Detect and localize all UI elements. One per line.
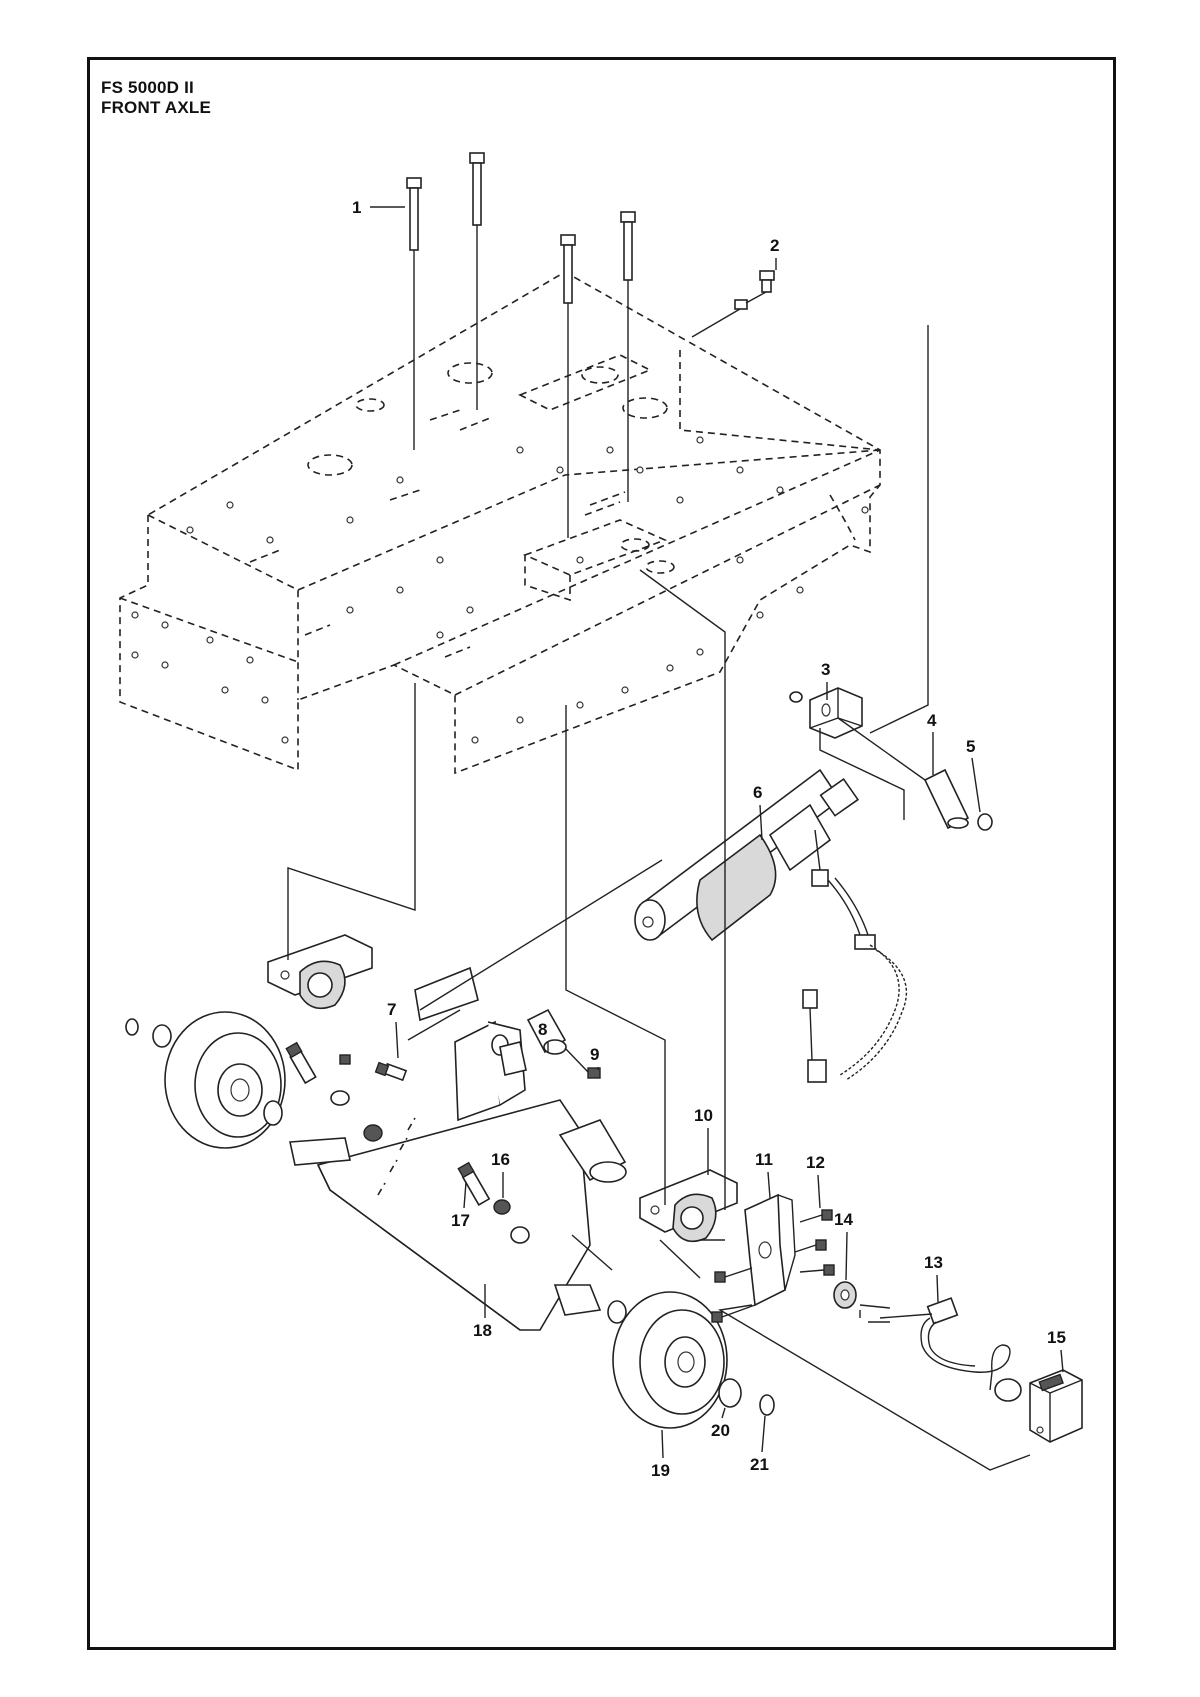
- frame-holes: [131, 436, 869, 744]
- callout-1: 1: [352, 198, 361, 217]
- callout-20: 20: [711, 1421, 730, 1440]
- cable-part-2: [691, 270, 775, 338]
- bearing-block-left: [267, 934, 373, 1010]
- callout-16: 16: [491, 1150, 510, 1169]
- washer-part-16: [493, 1199, 530, 1244]
- wheel-part-19: [607, 1291, 728, 1429]
- sensor-cable-part-13: [879, 1297, 1022, 1402]
- bracket-part-3: [789, 687, 863, 739]
- callout-5: 5: [966, 737, 975, 756]
- callout-11: 11: [755, 1150, 773, 1169]
- section-title: FRONT AXLE: [101, 98, 211, 117]
- chassis-frame: [119, 271, 881, 775]
- small-bolt: [339, 1054, 351, 1065]
- callout-15: 15: [1047, 1328, 1066, 1347]
- assembly-reference-lines: [287, 569, 1031, 1471]
- callout-9: 9: [590, 1045, 599, 1064]
- bolt-part-1: [406, 152, 636, 538]
- bolt-left-hardware: [285, 1041, 383, 1142]
- drawing-border: [87, 57, 1116, 1650]
- model-title: FS 5000D II: [101, 78, 194, 97]
- sensor-part-15: [1029, 1369, 1083, 1443]
- pin-part-8: [526, 1008, 567, 1055]
- pin-part-7: [374, 1009, 461, 1082]
- bolt-part-17: [457, 1161, 491, 1206]
- bearing-block-right: [639, 1169, 738, 1243]
- washer-part-20: [718, 1378, 742, 1408]
- callout-7: 7: [387, 1000, 396, 1019]
- wheel-left: [125, 1011, 286, 1149]
- fitting-part-9: [564, 1047, 601, 1079]
- callout-labels: 1 2 3 4 5 6 7 8 9 10 11 12 13 14 15 16 1…: [352, 198, 1066, 1480]
- callout-3: 3: [821, 660, 830, 679]
- callout-21: 21: [750, 1455, 769, 1474]
- callout-8: 8: [538, 1020, 547, 1039]
- ring-part-21: [759, 1394, 775, 1416]
- pin-part-4: [923, 768, 970, 830]
- callout-17: 17: [451, 1211, 470, 1230]
- callout-6: 6: [753, 783, 762, 802]
- callout-leaders: [370, 206, 1064, 1459]
- cylinder-part-6: [634, 768, 908, 1083]
- callout-12: 12: [806, 1153, 825, 1172]
- callout-14: 14: [834, 1210, 853, 1229]
- callout-2: 2: [770, 236, 779, 255]
- bracket-part-11: [744, 1193, 796, 1307]
- callout-13: 13: [924, 1253, 943, 1272]
- bolt-part-12: [711, 1209, 835, 1323]
- callout-4: 4: [927, 711, 937, 730]
- callout-19: 19: [651, 1461, 670, 1480]
- callout-18: 18: [473, 1321, 492, 1340]
- callout-10: 10: [694, 1106, 713, 1125]
- axle-beam-part-18: [289, 966, 627, 1331]
- spacer-part-14: [833, 1281, 891, 1323]
- ring-part-5: [977, 813, 993, 831]
